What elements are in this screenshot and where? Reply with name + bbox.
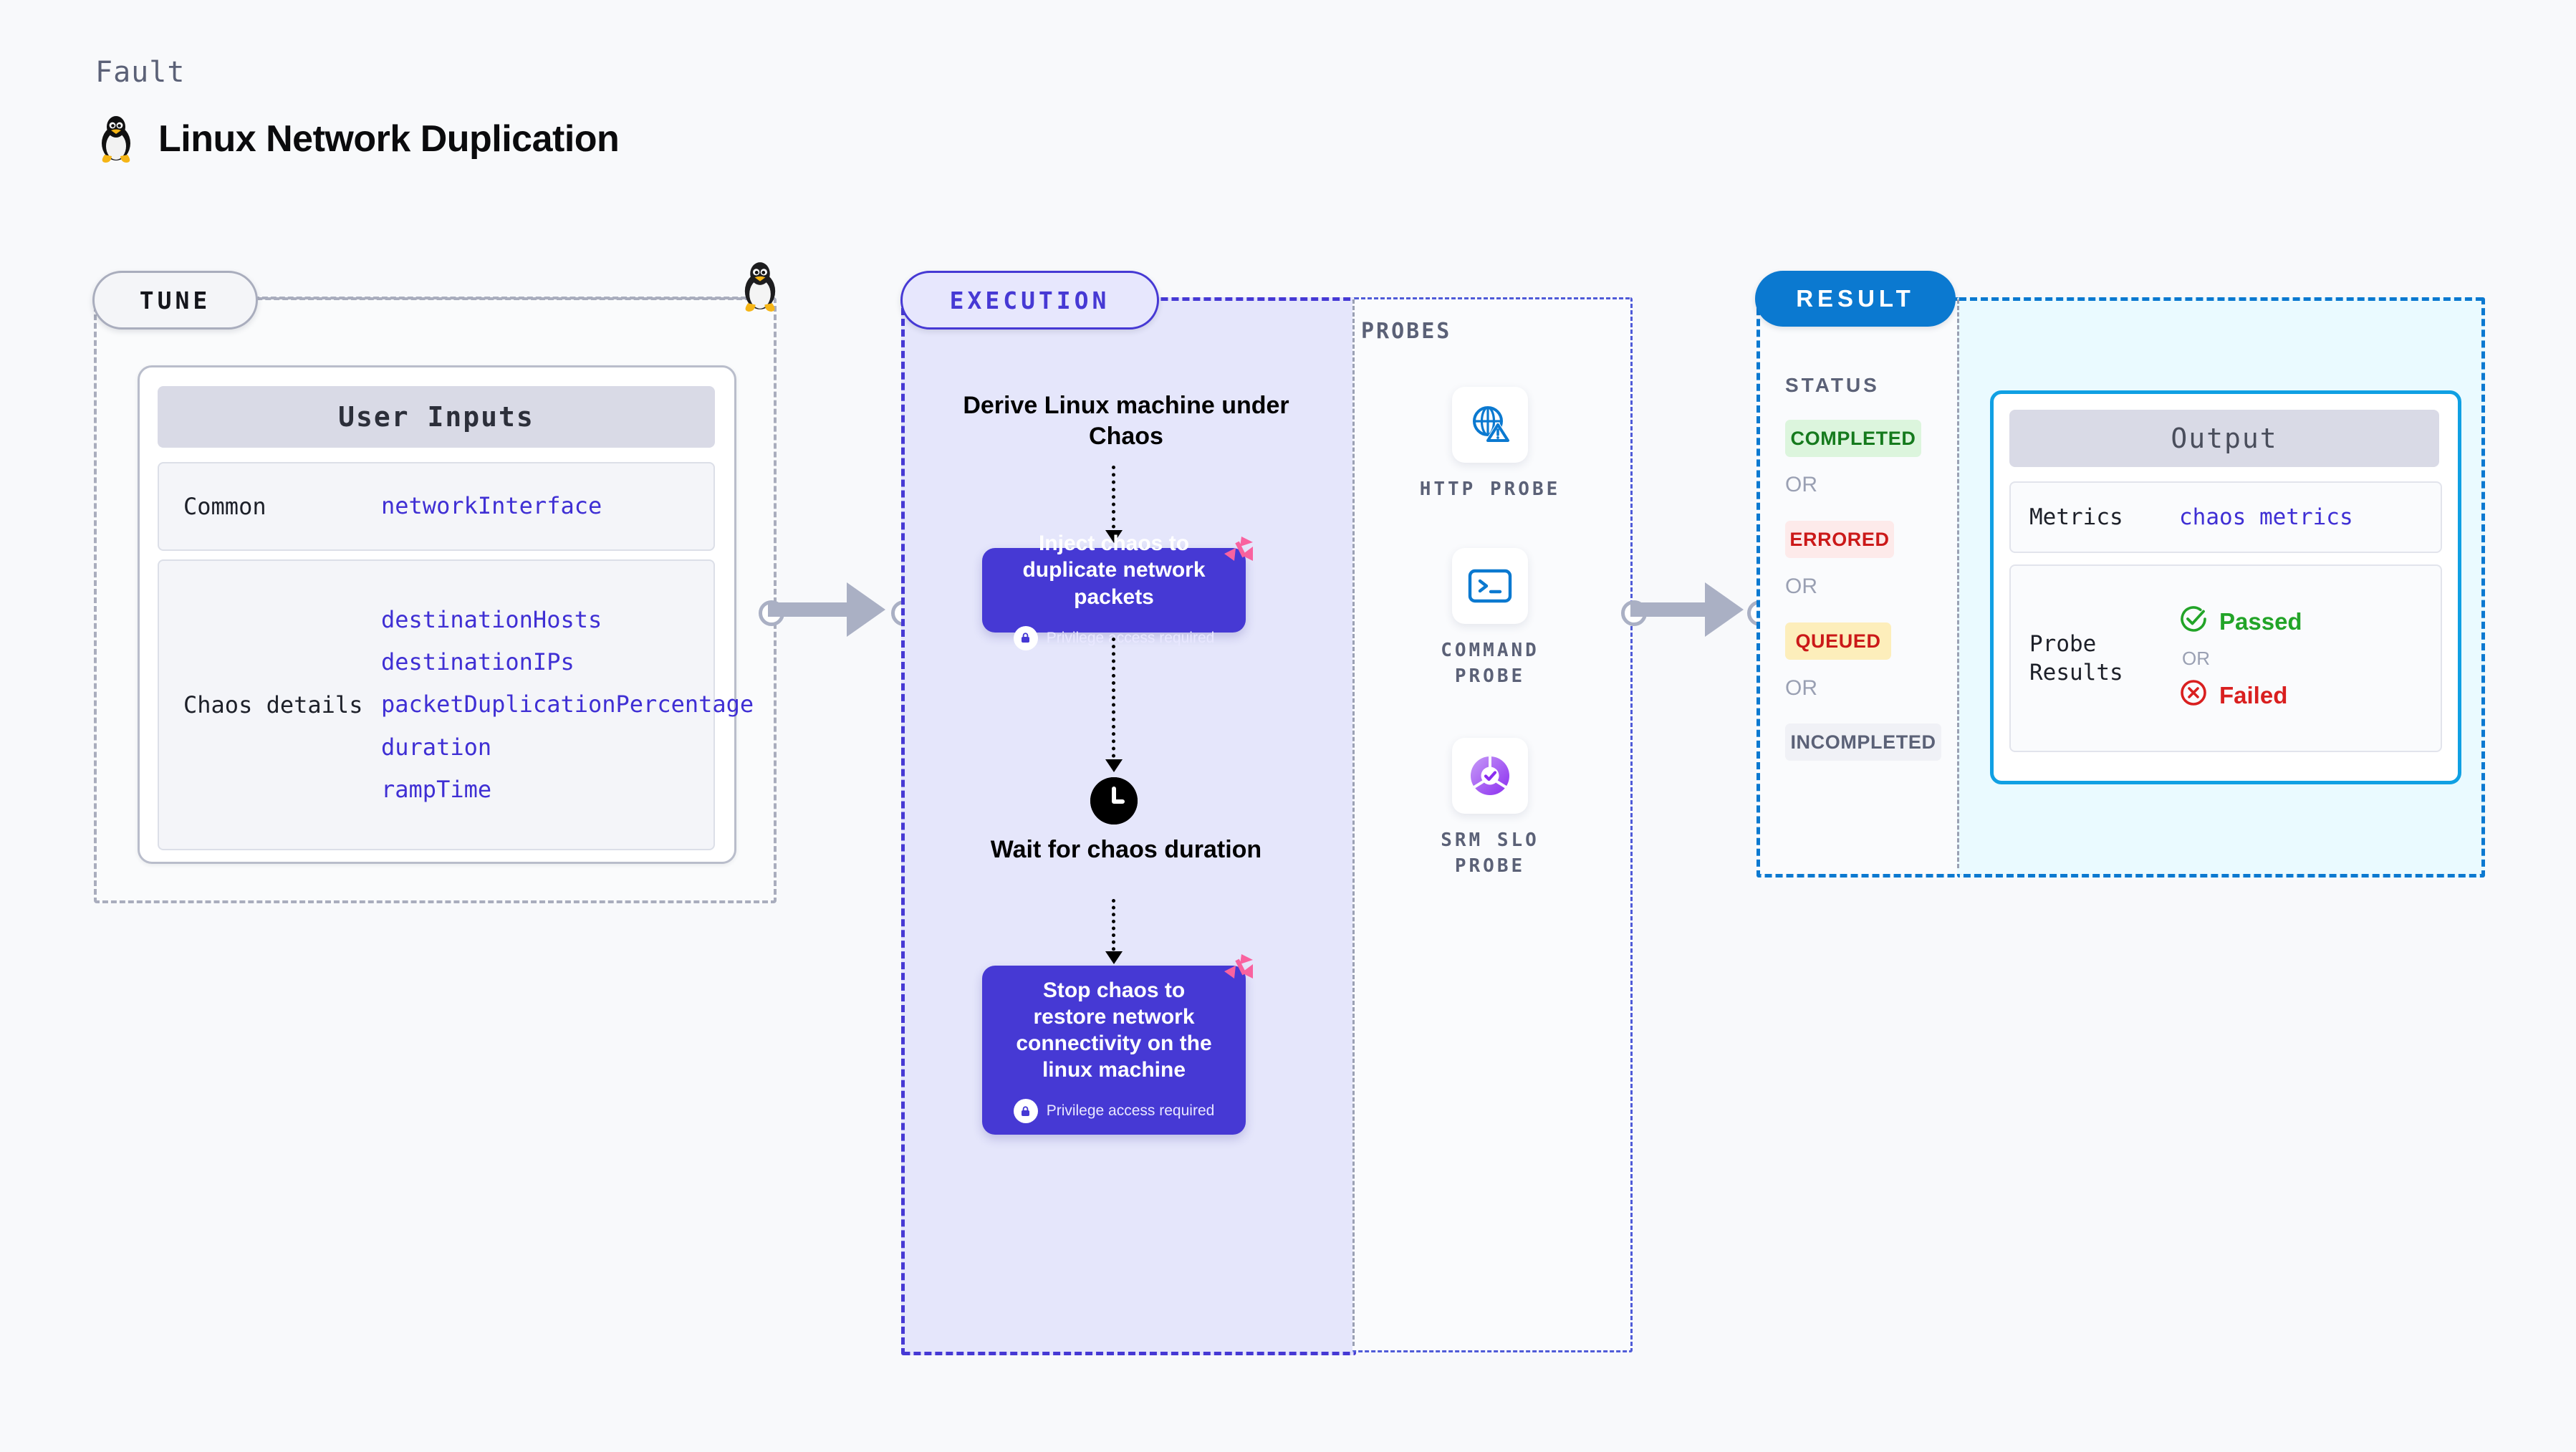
- output-row-metrics: Metrics chaos metrics: [2009, 481, 2442, 553]
- status-badge-completed: COMPLETED: [1785, 420, 1921, 457]
- connector-line-tune-exec: [768, 602, 847, 617]
- probe-item-srm-slo[interactable]: SRM SLO PROBE: [1400, 738, 1580, 880]
- tune-row-common-key: Common: [183, 493, 266, 520]
- linux-tux-icon: [95, 115, 137, 163]
- tune-row-chaos-values: destinationHosts destinationIPs packetDu…: [381, 606, 754, 803]
- output-card: Output Metrics chaos metrics Probe Resul…: [1990, 390, 2461, 784]
- connector-arrow-probes-result: [1705, 582, 1744, 637]
- stop-chaos-privilege-text: Privilege access required: [1046, 1102, 1215, 1120]
- status-badge-errored: ERRORED: [1785, 521, 1894, 558]
- execution-step-wait-caption: Wait for chaos duration: [990, 836, 1262, 863]
- execution-step-stop-chaos[interactable]: Stop chaos to restore network connectivi…: [982, 954, 1253, 1135]
- probes-section-label: PROBES: [1361, 319, 1452, 344]
- flow-arrowhead-2: [1105, 759, 1123, 772]
- tune-row-common-values: networkInterface: [381, 493, 682, 519]
- output-probe-values: Passed OR Failed: [2179, 605, 2302, 713]
- execution-step-inject-chaos[interactable]: Inject chaos to duplicate network packet…: [982, 532, 1253, 650]
- tune-value-networkinterface[interactable]: networkInterface: [381, 492, 602, 520]
- tune-value-duration[interactable]: duration: [381, 733, 492, 761]
- terminal-icon: [1452, 548, 1528, 624]
- tune-value-destinationhosts[interactable]: destinationHosts: [381, 606, 602, 634]
- connector-line-probes-result: [1630, 602, 1705, 617]
- probe-item-http[interactable]: HTTP PROBE: [1400, 387, 1580, 503]
- slo-donut-check-icon: [1452, 738, 1528, 814]
- probe-result-failed: Failed: [2179, 678, 2302, 713]
- result-output-divider: [1957, 299, 1959, 868]
- output-probe-key: Probe Results: [2029, 630, 2123, 686]
- flow-connector-3: [1112, 899, 1115, 958]
- flow-arrowhead-1: [1105, 530, 1123, 543]
- inject-chaos-title: Inject chaos to duplicate network packet…: [1022, 532, 1206, 609]
- status-or-1: OR: [1785, 473, 1817, 496]
- check-circle-icon: [2179, 605, 2208, 639]
- user-inputs-card: User Inputs Common networkInterface Chao…: [138, 365, 754, 864]
- probes-divider: [1352, 299, 1355, 1346]
- probe-result-passed: Passed: [2179, 605, 2302, 639]
- tune-row-chaos-key: Chaos details: [183, 691, 363, 718]
- stop-chaos-privilege-row: Privilege access required: [1013, 1099, 1215, 1124]
- page-title: Linux Network Duplication: [158, 118, 620, 160]
- output-metrics-value[interactable]: chaos metrics: [2179, 504, 2353, 530]
- page-eyebrow-fault: Fault: [95, 56, 186, 89]
- tune-dashed-lead: [254, 297, 755, 299]
- tune-row-chaos-details: Chaos details destinationHosts destinati…: [158, 559, 754, 850]
- lock-icon: [1013, 1099, 1038, 1124]
- probe-item-command[interactable]: COMMAND PROBE: [1400, 548, 1580, 690]
- chaos-corner-badge-icon: [1220, 532, 1257, 573]
- lock-icon: [1013, 625, 1038, 650]
- status-or-3: OR: [1785, 676, 1817, 700]
- page-title-row: Linux Network Duplication: [95, 115, 620, 163]
- execution-section-pill[interactable]: EXECUTION: [900, 271, 1159, 330]
- tune-value-destinationips[interactable]: destinationIPs: [381, 648, 575, 676]
- tune-value-packetduplicationpercentage[interactable]: packetDuplicationPercentage: [381, 691, 754, 718]
- output-card-header: Output: [2009, 410, 2439, 467]
- x-circle-icon: [2179, 678, 2208, 713]
- status-badge-incompleted: INCOMPLETED: [1785, 723, 1941, 761]
- status-badge-queued: QUEUED: [1785, 622, 1891, 660]
- execution-step-derive-caption: Derive Linux machine under Chaos: [963, 392, 1289, 450]
- chaos-corner-badge-icon: [1220, 950, 1257, 991]
- user-inputs-header: User Inputs: [158, 386, 715, 448]
- result-section-pill[interactable]: RESULT: [1755, 271, 1956, 327]
- result-status-label: STATUS: [1785, 374, 1880, 396]
- status-or-2: OR: [1785, 574, 1817, 598]
- execution-panel: [901, 297, 1356, 1355]
- inject-chaos-privilege-text: Privilege access required: [1046, 629, 1215, 646]
- flow-arrowhead-3: [1105, 951, 1123, 964]
- output-row-probe-results: Probe Results Passed OR: [2009, 564, 2442, 752]
- connector-arrow-tune-exec: [847, 582, 885, 637]
- flow-connector-1: [1112, 466, 1115, 536]
- probe-label-command: COMMAND PROBE: [1441, 640, 1539, 687]
- probe-label-srm-slo: SRM SLO PROBE: [1441, 830, 1539, 877]
- flow-connector-2: [1112, 638, 1115, 765]
- result-panel: [1756, 297, 1961, 878]
- globe-warning-icon: [1452, 387, 1528, 463]
- tune-section-pill[interactable]: TUNE: [92, 271, 258, 330]
- stop-chaos-title: Stop chaos to restore network connectivi…: [1016, 978, 1212, 1082]
- probes-panel: [1352, 297, 1633, 1352]
- clock-icon: [1090, 777, 1138, 824]
- output-metrics-key: Metrics: [2029, 504, 2123, 530]
- inject-chaos-privilege-row: Privilege access required: [1013, 625, 1215, 650]
- probe-result-passed-label: Passed: [2219, 607, 2302, 635]
- tune-value-ramptime[interactable]: rampTime: [381, 775, 492, 803]
- linux-tux-icon-badge: [738, 261, 782, 316]
- probe-label-http: HTTP PROBE: [1419, 479, 1561, 500]
- tune-row-common: Common networkInterface: [158, 462, 715, 551]
- probe-result-or: OR: [2182, 647, 2210, 669]
- probe-result-failed-label: Failed: [2219, 681, 2288, 708]
